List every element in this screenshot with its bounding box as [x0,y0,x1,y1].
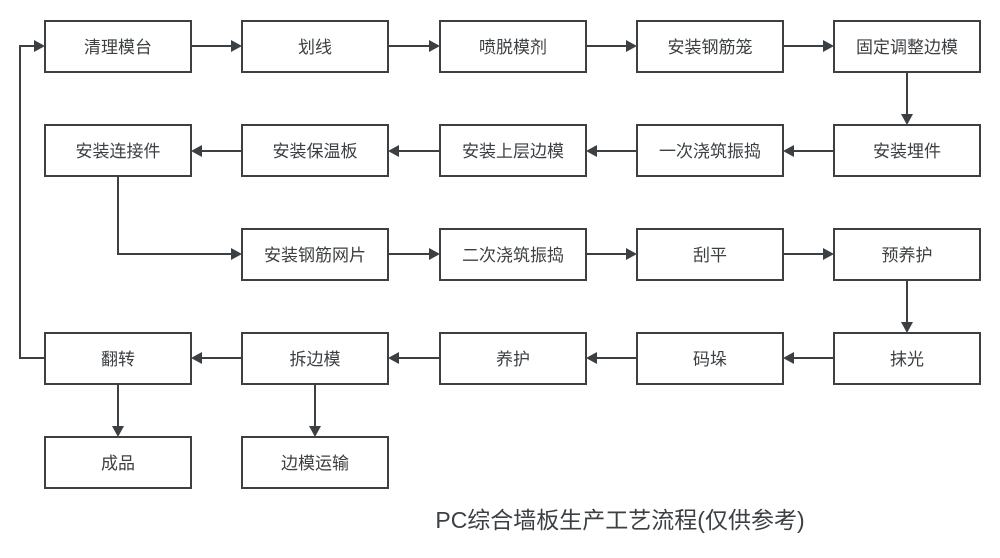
edge-n19-to-n1 [19,45,45,359]
process-node-n7[interactable]: 一次浇筑振捣 [636,124,784,177]
node-label: 安装埋件 [873,142,941,161]
node-label: 边模运输 [281,454,349,473]
arrow-icon [231,40,242,52]
edges-layer [19,40,913,437]
node-box[interactable] [44,124,192,177]
process-node-n12[interactable]: 二次浇筑振捣 [439,228,587,281]
node-label: 成品 [101,454,135,473]
process-node-n11[interactable]: 安装钢筋网片 [241,228,389,281]
arrow-icon [429,40,440,52]
process-node-n15[interactable]: 抹光 [833,332,981,385]
arrow-icon [823,248,834,260]
node-box[interactable] [439,20,587,73]
node-label: 抹光 [890,350,924,369]
node-box[interactable] [636,332,784,385]
node-box[interactable] [636,20,784,73]
process-node-n20[interactable]: 成品 [44,436,192,489]
node-box[interactable] [833,332,981,385]
node-box[interactable] [241,20,389,73]
node-label: 喷脱模剂 [479,38,547,57]
node-box[interactable] [241,124,389,177]
node-label: 二次浇筑振捣 [462,246,564,265]
node-label: 清理模台 [84,38,152,57]
arrow-icon [901,322,913,333]
process-node-n6[interactable]: 安装埋件 [833,124,981,177]
node-box[interactable] [44,332,192,385]
arrow-icon [112,426,124,437]
arrow-icon [901,114,913,125]
arrow-icon [626,40,637,52]
node-label: 预养护 [882,246,933,265]
node-box[interactable] [833,228,981,281]
node-label: 码垛 [693,350,727,369]
arrow-icon [823,40,834,52]
node-label: 养护 [496,350,530,369]
process-node-n17[interactable]: 养护 [439,332,587,385]
node-label: 拆边模 [290,350,341,369]
process-node-n13[interactable]: 刮平 [636,228,784,281]
node-box[interactable] [241,436,389,489]
node-label: 固定调整边模 [856,38,958,57]
arrow-icon [783,145,794,157]
process-node-n5[interactable]: 固定调整边模 [833,20,981,73]
arrow-icon [429,248,440,260]
node-box[interactable] [833,20,981,73]
process-node-n21[interactable]: 边模运输 [241,436,389,489]
arrow-icon [191,145,202,157]
arrow-icon [388,352,399,364]
process-node-n1[interactable]: 清理模台 [44,20,192,73]
node-box[interactable] [439,332,587,385]
process-node-n14[interactable]: 预养护 [833,228,981,281]
diagram-caption: PC综合墙板生产工艺流程(仅供参考) [435,507,804,533]
node-box[interactable] [636,124,784,177]
process-node-n3[interactable]: 喷脱模剂 [439,20,587,73]
node-box[interactable] [833,124,981,177]
arrow-icon [231,248,242,260]
node-label: 安装钢筋网片 [264,246,366,265]
node-label: 安装连接件 [76,142,161,161]
arrow-icon [586,145,597,157]
process-node-n9[interactable]: 安装保温板 [241,124,389,177]
node-label: 安装保温板 [273,142,358,161]
process-node-n8[interactable]: 安装上层边模 [439,124,587,177]
edge-n10-to-n11 [117,176,238,255]
process-node-n19[interactable]: 翻转 [44,332,192,385]
process-node-n16[interactable]: 码垛 [636,332,784,385]
node-box[interactable] [636,228,784,281]
node-label: 安装钢筋笼 [668,38,753,57]
arrow-icon [626,248,637,260]
process-node-n4[interactable]: 安装钢筋笼 [636,20,784,73]
arrow-icon [586,352,597,364]
process-node-n2[interactable]: 划线 [241,20,389,73]
node-box[interactable] [439,124,587,177]
process-node-n10[interactable]: 安装连接件 [44,124,192,177]
arrow-icon [309,426,321,437]
arrow-icon [191,352,202,364]
arrow-icon [34,40,45,52]
node-label: 安装上层边模 [462,142,564,161]
node-label: 刮平 [693,246,727,265]
process-node-n18[interactable]: 拆边模 [241,332,389,385]
arrow-icon [388,145,399,157]
node-box[interactable] [241,332,389,385]
node-box[interactable] [241,228,389,281]
node-label: 翻转 [101,350,135,369]
node-label: 划线 [298,38,332,57]
node-box[interactable] [44,436,192,489]
node-label: 一次浇筑振捣 [659,142,761,161]
node-box[interactable] [439,228,587,281]
arrow-icon [783,352,794,364]
node-box[interactable] [44,20,192,73]
